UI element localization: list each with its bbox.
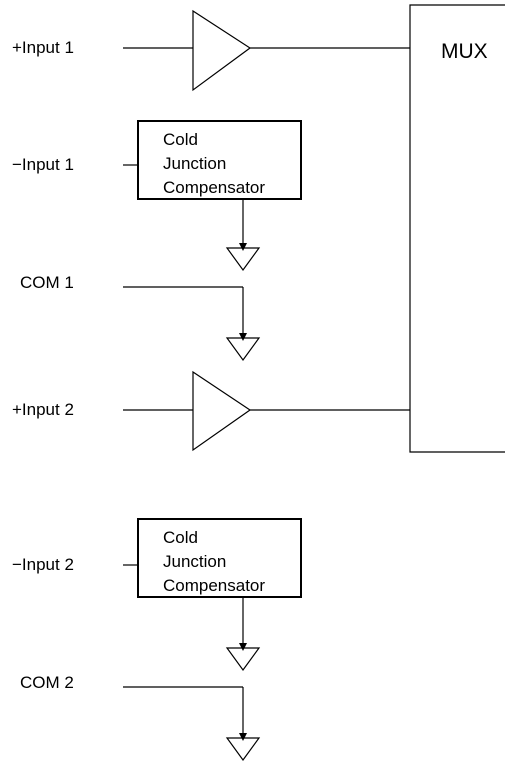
mux-block-outline [409,4,505,453]
arrow-head-1 [239,243,247,251]
arrow-head-2 [239,333,247,341]
com-2-label: COM 2 [20,673,74,692]
compensator-1-line-1: Cold [163,130,198,149]
ground-symbol-4 [225,737,261,761]
arrow-head-4 [239,733,247,741]
minus-input-2-label: −Input 2 [12,555,74,574]
compensator-2-line-1: Cold [163,528,198,547]
plus-input-1-label: +Input 1 [12,38,74,57]
compensator-2-line-3: Compensator [163,576,266,595]
ground-symbol-2 [225,337,261,362]
compensator-2-line-2: Junction [163,552,227,571]
amplifier-2-triangle [192,370,252,452]
cold-junction-compensator-2: Cold Junction Compensator [137,518,302,598]
ground-symbol-1 [225,247,261,272]
minus-input-1-label: −Input 1 [12,155,74,174]
arrow-head-3 [239,643,247,651]
ground-symbol-3 [225,647,261,672]
compensator-1-line-2: Junction [163,154,227,173]
com-1-label: COM 1 [20,273,74,292]
plus-input-2-label: +Input 2 [12,400,74,419]
mux-label: MUX [441,40,488,63]
cold-junction-compensator-1: Cold Junction Compensator [137,120,302,200]
compensator-1-line-3: Compensator [163,178,266,197]
amplifier-1-triangle [192,9,252,92]
